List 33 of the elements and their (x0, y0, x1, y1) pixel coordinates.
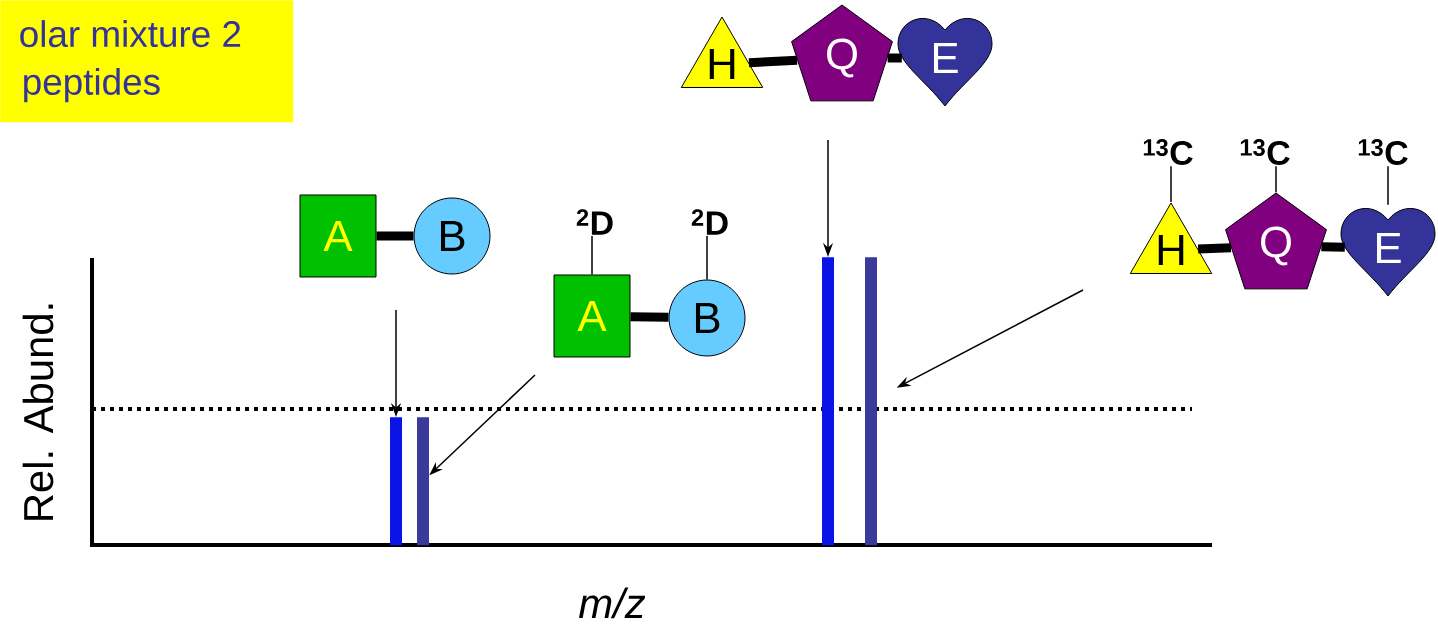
triangle-residue: H (1129, 202, 1213, 274)
connector-line (1387, 165, 1389, 206)
connector-line (1170, 165, 1172, 203)
connector-line (706, 235, 708, 281)
axis-label: Rel. Abund. (22, 304, 54, 520)
axis-label: m/z (579, 587, 646, 619)
spectrum-peak (417, 417, 429, 546)
bond (1321, 242, 1345, 252)
triangle-residue: H (680, 16, 764, 88)
pentagon-residue: Q (1225, 192, 1327, 290)
bond (376, 231, 414, 241)
isotope-label: $^{2}$D (576, 209, 613, 235)
isotope-label: $^{13}$C (1358, 139, 1408, 165)
isotope-label: $^{13}$C (1143, 139, 1193, 165)
connector-line (1275, 165, 1277, 194)
isotope-label: $^{2}$D (691, 209, 728, 235)
circle-residue: B (668, 279, 746, 357)
spectrum-peak (822, 257, 834, 546)
heart-residue: E (897, 18, 993, 107)
bond (630, 312, 669, 322)
bond (1197, 243, 1232, 254)
spectrum-peak (865, 257, 877, 546)
isotope-label: $^{13}$C (1240, 139, 1290, 165)
pentagon-residue: Q (791, 4, 893, 102)
heart-residue: E (1340, 208, 1436, 297)
bond (887, 53, 902, 63)
circle-residue: B (413, 197, 491, 275)
title-box: olar mixture 2 peptides (0, 0, 294, 123)
bond (748, 55, 798, 68)
square-residue: A (299, 194, 377, 278)
connector-line (591, 235, 593, 276)
square-residue: A (553, 274, 631, 358)
spectrum-peak (390, 417, 402, 546)
